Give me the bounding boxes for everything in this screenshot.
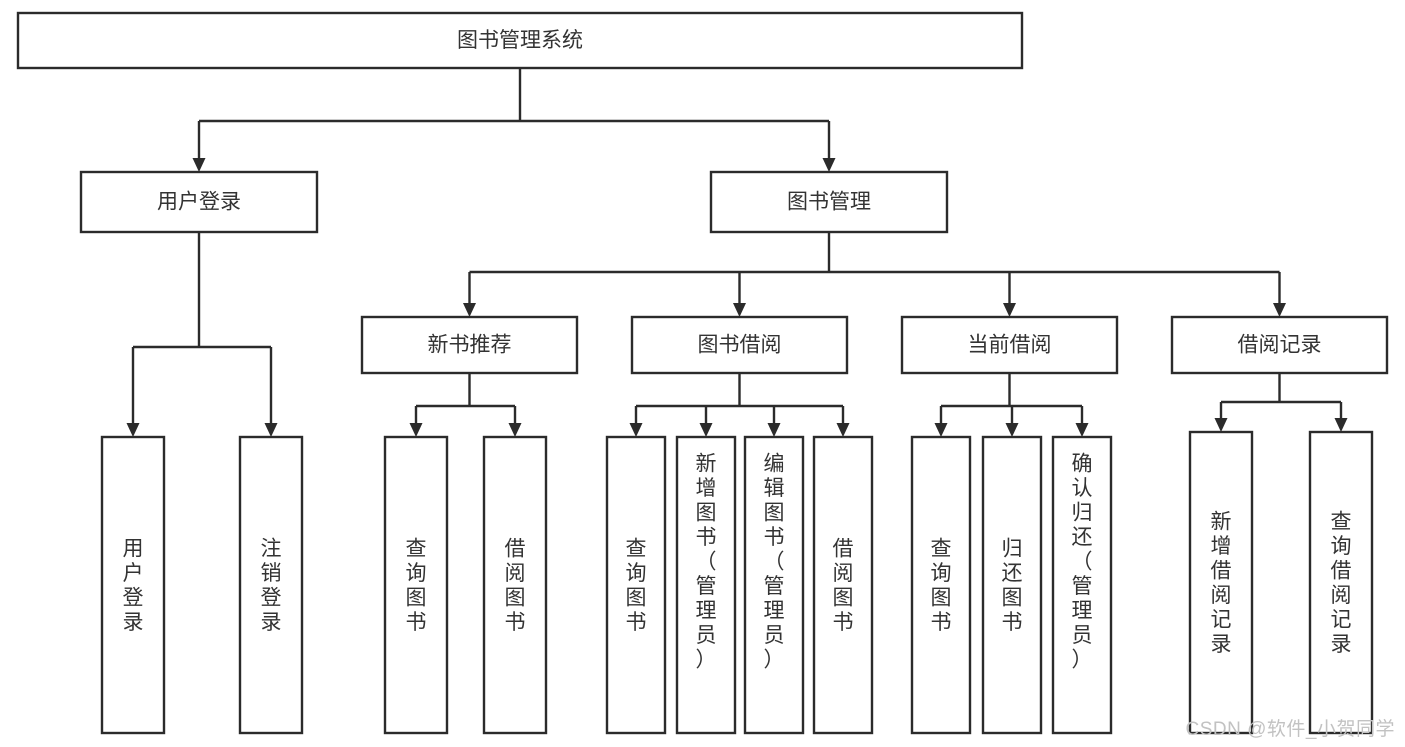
node-leaf-borrow-book-rec[interactable]: 借阅图书 xyxy=(482,435,548,735)
node-leaf-query-book-borrow[interactable]: 查询图书 xyxy=(605,435,667,735)
node-label-user-login: 用户登录 xyxy=(157,191,241,214)
node-box-leaf-borrow-book-rec xyxy=(482,435,548,735)
node-label-leaf-edit-book: 编辑图书（管理员） xyxy=(764,453,785,672)
node-box-leaf-return-book xyxy=(981,435,1043,735)
node-box-borrow-record xyxy=(1170,315,1389,375)
node-label-current-borrow: 当前借阅 xyxy=(968,334,1052,357)
node-leaf-add-record[interactable]: 新增借阅记录 xyxy=(1188,430,1254,735)
arrow-head-icon xyxy=(1334,418,1348,432)
arrow-head-icon xyxy=(463,303,476,317)
node-leaf-query-book-rec[interactable]: 查询图书 xyxy=(383,435,449,735)
node-label-leaf-borrow-book-rec: 借阅图书 xyxy=(505,538,526,635)
node-label-leaf-query-book-borrow: 查询图书 xyxy=(626,538,647,635)
node-leaf-confirm-return[interactable]: 确认归还（管理员） xyxy=(1051,435,1113,735)
arrow-head-icon xyxy=(934,423,948,437)
node-box-leaf-user-login xyxy=(100,435,166,735)
node-label-leaf-borrow-book: 借阅图书 xyxy=(833,538,854,635)
node-book-borrow[interactable]: 图书借阅 xyxy=(630,315,849,375)
node-label-leaf-add-book: 新增图书（管理员） xyxy=(696,453,717,672)
node-box-leaf-edit-book xyxy=(743,435,805,735)
node-box-leaf-borrow-book xyxy=(812,435,874,735)
node-box-leaf-add-record xyxy=(1188,430,1254,735)
arrow-head-icon xyxy=(822,158,836,172)
arrow-head-icon xyxy=(836,423,850,437)
arrow-head-icon xyxy=(733,303,746,317)
arrow-head-icon xyxy=(1005,423,1019,437)
node-leaf-user-logout[interactable]: 注销登录 xyxy=(238,435,304,735)
node-undefined[interactable]: 图书管理系统 xyxy=(16,11,1024,70)
node-box-leaf-query-book-current xyxy=(910,435,972,735)
node-book-manage[interactable]: 图书管理 xyxy=(709,170,949,234)
arrow-head-icon xyxy=(1075,423,1089,437)
node-box-leaf-query-book-rec xyxy=(383,435,449,735)
node-box-leaf-query-record xyxy=(1308,430,1374,735)
arrow-head-icon xyxy=(409,423,423,437)
node-user-login[interactable]: 用户登录 xyxy=(79,170,319,234)
node-leaf-edit-book[interactable]: 编辑图书（管理员） xyxy=(743,435,805,735)
node-box-current-borrow xyxy=(900,315,1119,375)
node-leaf-user-login[interactable]: 用户登录 xyxy=(100,435,166,735)
node-label-leaf-user-login: 用户登录 xyxy=(123,538,144,635)
node-box-book-manage xyxy=(709,170,949,234)
node-box-undefined xyxy=(16,11,1024,70)
node-box-leaf-confirm-return xyxy=(1051,435,1113,735)
node-box-leaf-query-book-borrow xyxy=(605,435,667,735)
node-box-leaf-user-logout xyxy=(238,435,304,735)
node-label-leaf-user-logout: 注销登录 xyxy=(261,538,282,635)
arrow-head-icon xyxy=(1003,303,1016,317)
node-label-book-manage: 图书管理 xyxy=(787,191,871,214)
node-leaf-add-book[interactable]: 新增图书（管理员） xyxy=(675,435,737,735)
node-leaf-return-book[interactable]: 归还图书 xyxy=(981,435,1043,735)
csdn-watermark: CSDN @软件_小贺同学 xyxy=(1185,719,1395,740)
node-leaf-query-record[interactable]: 查询借阅记录 xyxy=(1308,430,1374,735)
node-leaf-borrow-book[interactable]: 借阅图书 xyxy=(812,435,874,735)
node-leaf-query-book-current[interactable]: 查询图书 xyxy=(910,435,972,735)
arrow-head-icon xyxy=(1214,418,1228,432)
node-label-undefined: 图书管理系统 xyxy=(457,29,583,52)
arrow-head-icon xyxy=(1273,303,1286,317)
node-label-book-borrow: 图书借阅 xyxy=(698,334,782,357)
arrow-head-icon xyxy=(767,423,781,437)
arrow-head-icon xyxy=(508,423,522,437)
arrow-head-icon xyxy=(264,423,278,437)
connector-layer xyxy=(126,68,1348,437)
node-box-user-login xyxy=(79,170,319,234)
node-box-leaf-add-book xyxy=(675,435,737,735)
node-label-leaf-query-book-rec: 查询图书 xyxy=(406,538,427,635)
node-layer: 图书管理系统用户登录图书管理新书推荐图书借阅当前借阅借阅记录用户登录注销登录查询… xyxy=(16,11,1389,735)
node-label-leaf-query-record: 查询借阅记录 xyxy=(1331,511,1352,657)
node-current-borrow[interactable]: 当前借阅 xyxy=(900,315,1119,375)
node-box-book-borrow xyxy=(630,315,849,375)
node-label-leaf-query-book-current: 查询图书 xyxy=(931,538,952,635)
node-label-new-book-rec: 新书推荐 xyxy=(428,334,512,357)
node-box-new-book-rec xyxy=(360,315,579,375)
node-label-leaf-return-book: 归还图书 xyxy=(1002,538,1023,635)
node-new-book-rec[interactable]: 新书推荐 xyxy=(360,315,579,375)
arrow-head-icon xyxy=(192,158,206,172)
node-label-leaf-confirm-return: 确认归还（管理员） xyxy=(1072,453,1093,672)
arrow-head-icon xyxy=(629,423,643,437)
arrow-head-icon xyxy=(126,423,140,437)
node-label-leaf-add-record: 新增借阅记录 xyxy=(1211,511,1232,657)
node-borrow-record[interactable]: 借阅记录 xyxy=(1170,315,1389,375)
arrow-head-icon xyxy=(699,423,713,437)
node-label-borrow-record: 借阅记录 xyxy=(1238,334,1322,357)
